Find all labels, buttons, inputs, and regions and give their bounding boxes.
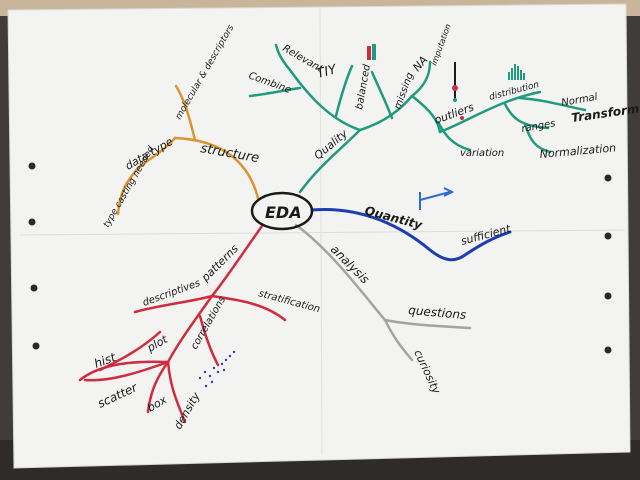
quality-branch	[248, 43, 587, 194]
scatter-dots-icon	[198, 350, 236, 388]
patterns-branch	[78, 224, 287, 424]
arrows-icon	[419, 187, 455, 210]
analysis-branch	[294, 223, 472, 362]
structure-branch	[116, 84, 260, 216]
variation-label: variation	[460, 148, 504, 159]
questions-label: questions	[408, 303, 467, 322]
bar-chart-icon	[367, 44, 376, 60]
paper-sheet	[7, 3, 631, 469]
paper-fold	[319, 7, 323, 456]
center-node	[250, 191, 314, 231]
outlier-icon	[452, 62, 464, 120]
tiy-label: TIY	[315, 62, 339, 82]
histogram-icon	[508, 64, 525, 80]
quantity-branch	[310, 207, 512, 262]
center-label: EDA	[265, 203, 302, 222]
punch-holes	[28, 162, 612, 354]
paper-fold	[19, 229, 626, 236]
